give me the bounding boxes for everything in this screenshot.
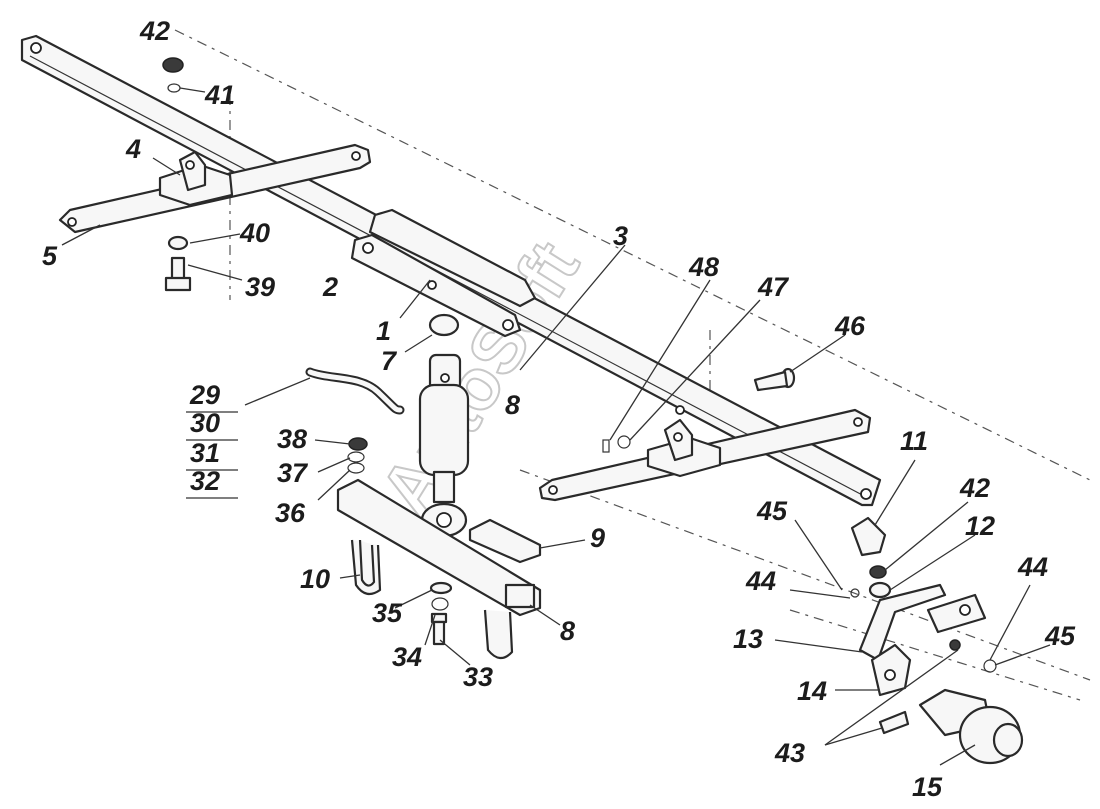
- lower-bolt: [429, 581, 453, 646]
- label-3: 3: [613, 221, 628, 251]
- shock-absorber: [418, 313, 470, 538]
- label-29: 29: [189, 380, 220, 410]
- label-2: 2: [322, 272, 338, 302]
- label-38: 38: [277, 424, 307, 454]
- label-45-right: 45: [1044, 621, 1076, 651]
- small-pins: [602, 435, 631, 453]
- label-30: 30: [190, 408, 220, 438]
- label-5: 5: [42, 241, 58, 271]
- label-45-left: 45: [756, 496, 788, 526]
- label-48: 48: [688, 252, 719, 282]
- label-1: 1: [376, 316, 391, 346]
- label-11: 11: [900, 426, 928, 456]
- label-42-top: 42: [139, 16, 170, 46]
- label-31: 31: [190, 438, 220, 468]
- label-39: 39: [245, 272, 275, 302]
- pin: [753, 367, 796, 392]
- label-8-lower: 8: [560, 616, 575, 646]
- plate: [468, 518, 542, 564]
- label-37: 37: [277, 458, 309, 488]
- washer-stack: [347, 437, 368, 474]
- u-bolts: [350, 539, 514, 660]
- label-32: 32: [190, 466, 220, 496]
- label-44-right: 44: [1017, 552, 1048, 582]
- label-47: 47: [757, 272, 790, 302]
- label-10: 10: [300, 564, 330, 594]
- label-14: 14: [797, 676, 827, 706]
- label-43: 43: [774, 738, 805, 768]
- label-12: 12: [965, 511, 995, 541]
- label-15: 15: [912, 772, 943, 802]
- label-33: 33: [463, 662, 493, 692]
- label-7: 7: [381, 346, 398, 376]
- label-4: 4: [125, 134, 141, 164]
- label-40: 40: [239, 218, 270, 248]
- label-group-29-32: [186, 411, 238, 499]
- label-34: 34: [392, 642, 422, 672]
- label-36: 36: [275, 498, 306, 528]
- label-42-right: 42: [959, 473, 990, 503]
- label-9: 9: [590, 523, 605, 553]
- leader-lines: [61, 87, 1051, 766]
- label-35: 35: [372, 598, 403, 628]
- left-bracket: [158, 150, 234, 207]
- right-bracket: [646, 418, 722, 478]
- lower-tube-bar: [336, 478, 542, 617]
- left-bolt: [164, 235, 192, 292]
- label-41: 41: [204, 80, 235, 110]
- top-nut: [162, 57, 184, 93]
- right-assembly: [850, 516, 1024, 765]
- middle-link: [350, 208, 537, 338]
- label-46: 46: [834, 311, 866, 341]
- label-13: 13: [733, 624, 763, 654]
- label-8-upper: 8: [505, 390, 520, 420]
- label-44-left: 44: [745, 566, 776, 596]
